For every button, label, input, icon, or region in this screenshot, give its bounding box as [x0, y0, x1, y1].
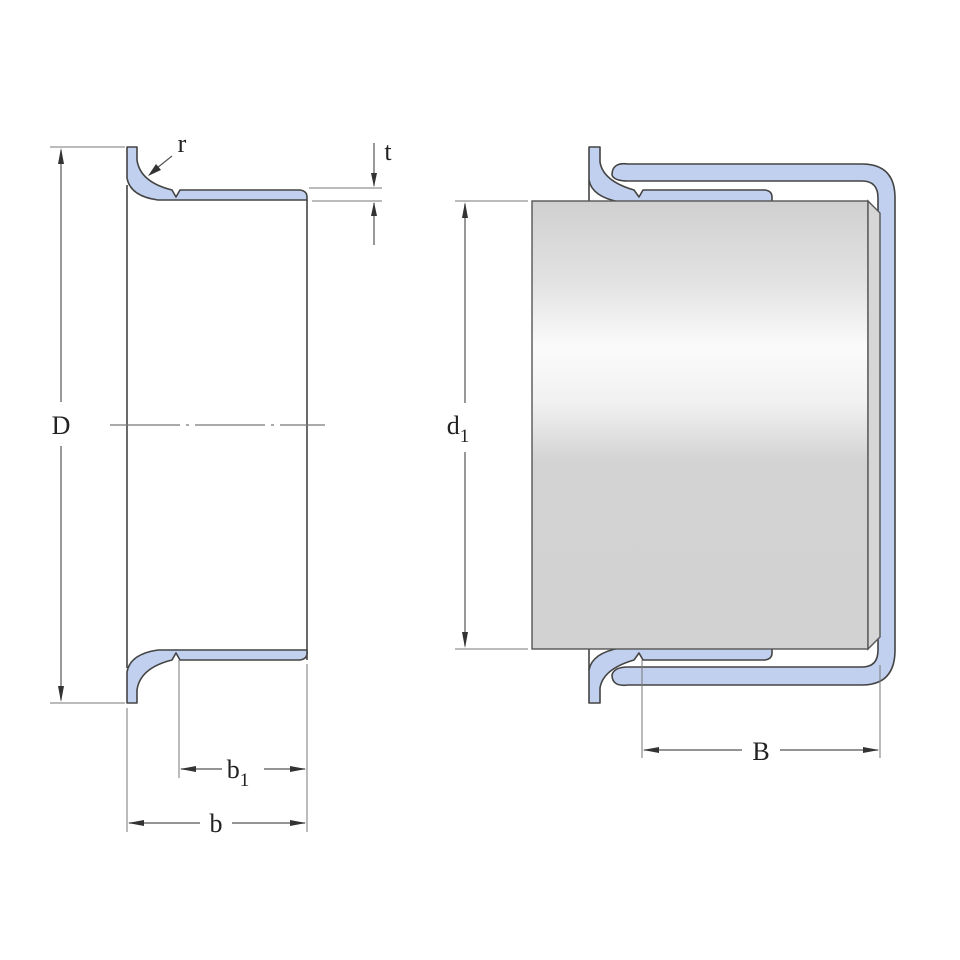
b1-arrow-right — [290, 766, 306, 772]
b1-label: b1 — [227, 755, 250, 791]
bushing-bottom-section — [126, 649, 308, 704]
b1-arrow-left — [180, 766, 196, 772]
D-arrow-bottom — [58, 686, 64, 702]
right-view: d1 B — [447, 146, 896, 766]
shaft-chamfer — [867, 199, 881, 651]
bushing-bottom-section-right — [588, 647, 773, 704]
bushing-top-section-right — [588, 146, 773, 203]
d1-arrow-bottom — [462, 632, 468, 648]
t-arrow-bottom — [371, 202, 377, 216]
d1-label: d1 — [447, 411, 470, 447]
D-arrow-top — [58, 148, 64, 164]
B-label: B — [752, 737, 769, 766]
bushing-top-section — [126, 146, 308, 201]
t-label: t — [384, 137, 392, 166]
B-arrow-left — [643, 747, 659, 753]
t-arrow-top — [371, 173, 377, 187]
D-label: D — [52, 411, 71, 440]
r-arrow — [148, 164, 161, 176]
shaft — [531, 200, 869, 650]
d1-arrow-top — [462, 202, 468, 218]
r-label: r — [178, 129, 187, 158]
b-arrow-left — [128, 820, 144, 826]
left-view: D r t b1 b — [50, 129, 392, 838]
B-arrow-right — [863, 747, 879, 753]
b-arrow-right — [290, 820, 306, 826]
b-label: b — [210, 809, 223, 838]
cap-shell — [611, 162, 896, 687]
